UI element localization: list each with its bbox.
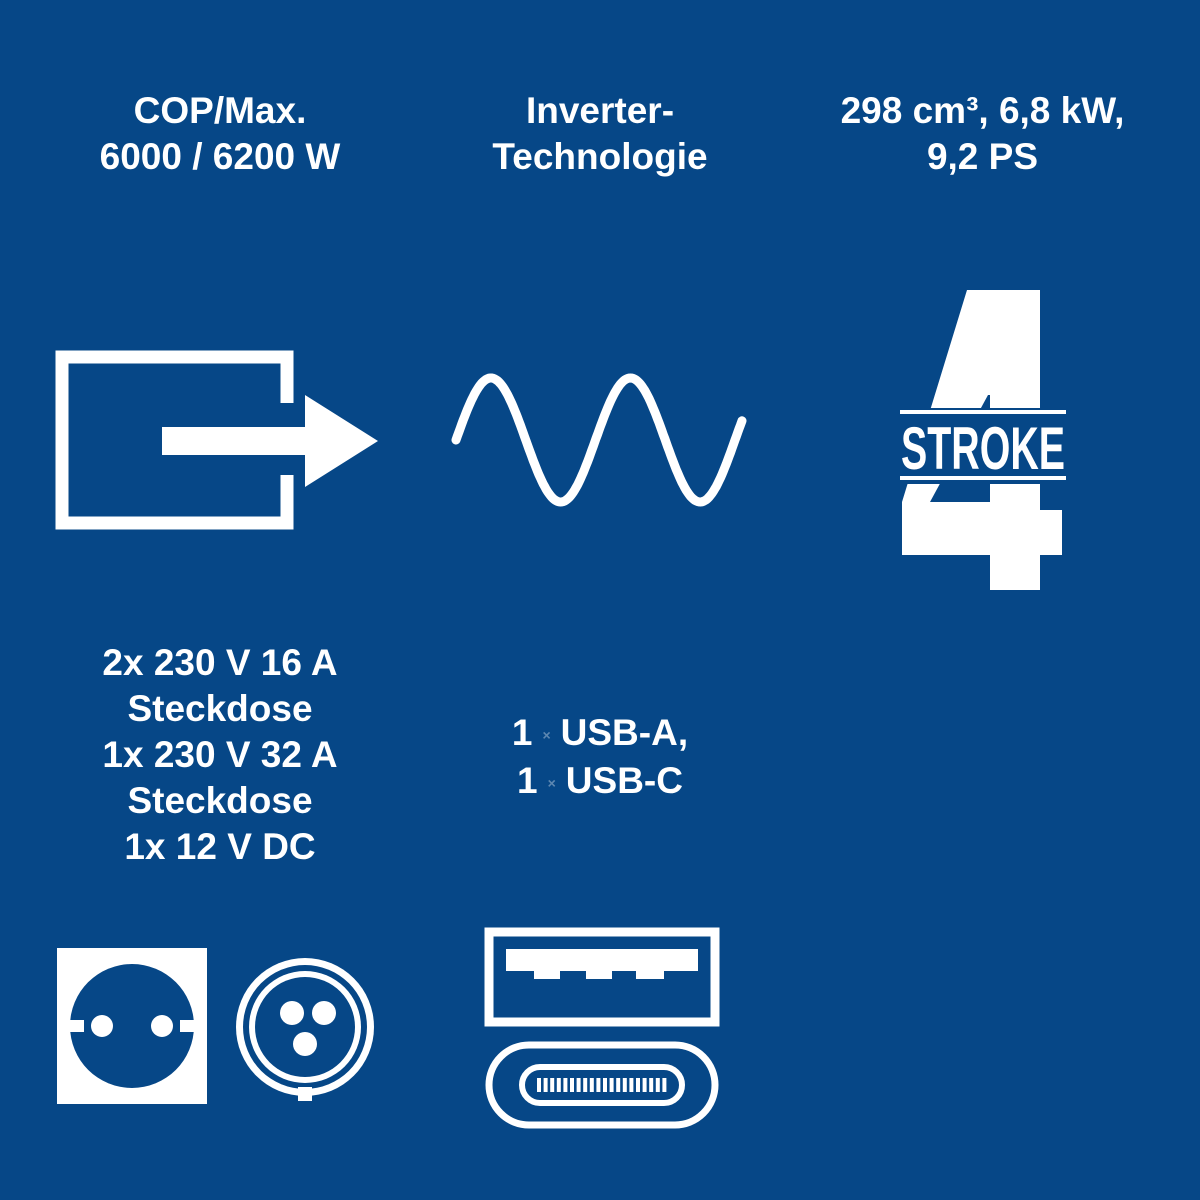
power-rating-label: COP/Max. 6000 / 6200 W [60, 88, 380, 180]
stroke-badge-text: STROKE [901, 415, 1065, 482]
sockets-line-4: Steckdose [127, 780, 313, 821]
usb-label: 1×USB-A, 1×USB-C [440, 710, 760, 806]
usb-a-times: × [542, 727, 551, 744]
usb-row-c: 1 × USB-C [440, 758, 760, 806]
usb-c-times: × [547, 775, 556, 792]
engine-line-1: 298 cm³, 6,8 kW, [840, 90, 1125, 131]
usb-a-count: 1 [511, 712, 533, 753]
inverter-label: Inverter- Technologie [440, 88, 760, 180]
sockets-line-2: Steckdose [127, 688, 313, 729]
cee-socket-icon [236, 958, 374, 1101]
sockets-line-5: 1x 12 V DC [124, 826, 316, 867]
schuko-socket-icon [57, 948, 207, 1104]
sockets-line-3: 1x 230 V 32 A [102, 734, 338, 775]
power-line-1: COP/Max. [133, 90, 307, 131]
sockets-label: 2x 230 V 16 A Steckdose 1x 230 V 32 A St… [60, 640, 380, 870]
inverter-line-1: Inverter- [525, 90, 675, 131]
power-line-2: 6000 / 6200 W [99, 136, 341, 177]
usb-c-type: USB-C [565, 760, 683, 802]
sine-wave-icon [451, 373, 747, 507]
engine-line-2: 9,2 PS [926, 136, 1039, 177]
engine-spec-label: 298 cm³, 6,8 kW, 9,2 PS [800, 88, 1165, 180]
power-output-icon [55, 350, 378, 530]
usb-c-count: 1 [517, 760, 538, 802]
inverter-line-2: Technologie [492, 136, 708, 177]
usb-row-a: 1 × USB-A, [440, 710, 760, 758]
sockets-line-1: 2x 230 V 16 A [102, 642, 338, 683]
usb-c-port-icon [485, 1041, 719, 1129]
usb-a-port-icon [484, 927, 720, 1027]
four-stroke-icon: STROKE [890, 290, 1080, 590]
usb-a-type: USB-A, [560, 712, 689, 753]
